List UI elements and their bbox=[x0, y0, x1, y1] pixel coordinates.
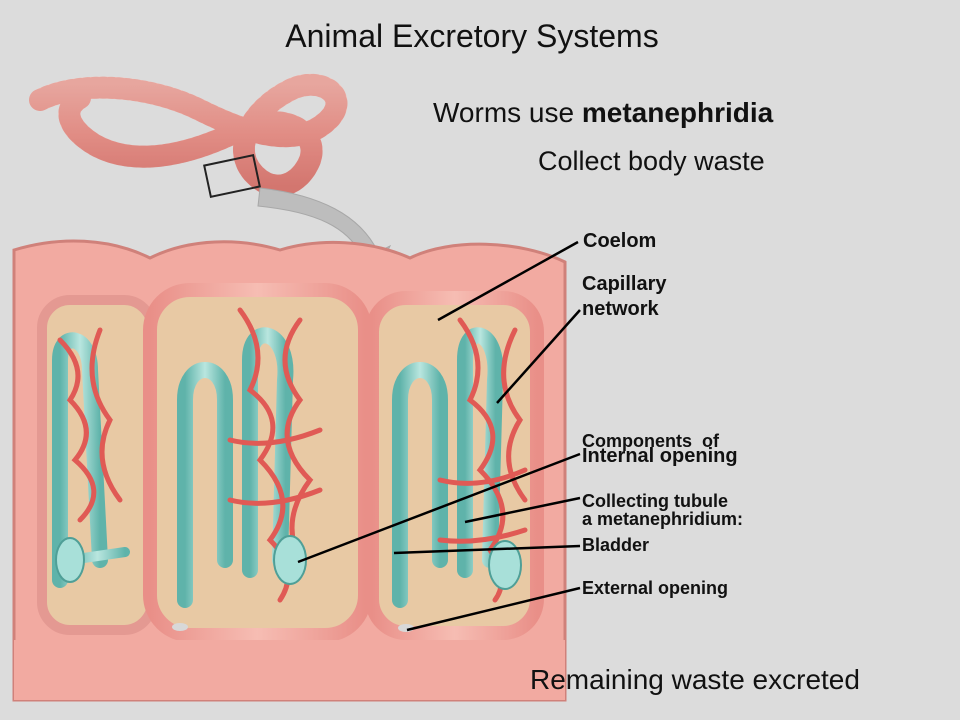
label-capillary-line2: network bbox=[582, 298, 659, 320]
label-components-line1: Components of bbox=[582, 431, 719, 451]
subtitle-prefix: Worms use bbox=[433, 97, 582, 128]
label-components: Components of a metanephridium: bbox=[582, 376, 743, 558]
label-bladder: Bladder bbox=[582, 535, 650, 555]
label-external-opening: External opening bbox=[582, 578, 729, 598]
worm-overview bbox=[29, 73, 348, 199]
subtitle: Worms use metanephridia bbox=[433, 97, 773, 129]
capillary-network bbox=[57, 307, 528, 603]
subtitle-emphasis: metanephridia bbox=[581, 97, 774, 128]
label-capillary-network: Capillary network bbox=[582, 272, 666, 322]
page-title: Animal Excretory Systems bbox=[285, 18, 659, 54]
leader-lines bbox=[297, 240, 581, 632]
footer-text: Remaining waste excreted bbox=[530, 664, 860, 695]
internal-openings bbox=[55, 535, 522, 590]
worm-segments bbox=[12, 239, 567, 702]
label-capillary-line1: Capillary bbox=[582, 273, 667, 295]
label-internal-opening: Internal opening bbox=[582, 445, 738, 467]
label-collecting-tubule: Collecting tubule bbox=[582, 491, 728, 511]
label-components-line2: a metanephridium: bbox=[582, 509, 744, 529]
collect-text: Collect body waste bbox=[538, 146, 765, 176]
label-coelom: Coelom bbox=[583, 230, 657, 252]
